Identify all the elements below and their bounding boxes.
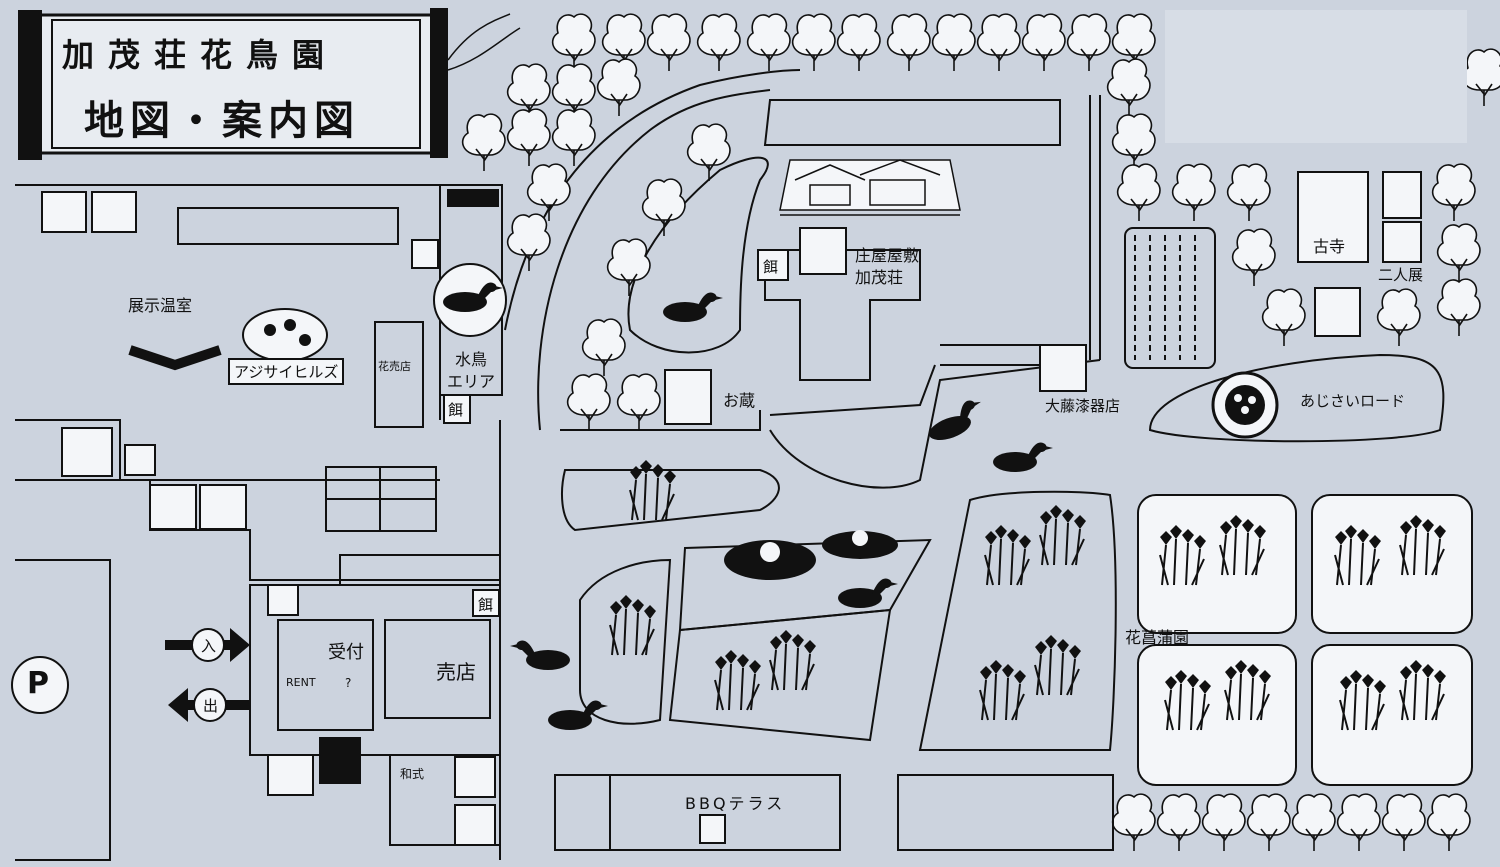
- label-lacquer-shop: 大藤漆器店: [1045, 397, 1121, 415]
- label-rent: RENT: [286, 676, 316, 689]
- map-title: 加茂荘花鳥園: [62, 36, 339, 74]
- building-outlines: [15, 184, 503, 861]
- redacted-area: [1165, 10, 1467, 143]
- hydrangea-hills-icon: [128, 308, 328, 371]
- label-hydrangea-hills: アジサイヒルズ: [228, 358, 345, 385]
- label-kamoso: 加茂荘: [855, 268, 904, 287]
- label-iris-garden: 花菖蒲園: [1125, 628, 1190, 647]
- label-feed-3: 餌: [478, 596, 494, 614]
- lily-pads: [724, 530, 898, 580]
- label-shoya-estate: 庄屋屋敷: [855, 246, 920, 265]
- label-enter: 入: [201, 637, 217, 655]
- label-feed-1: 餌: [448, 401, 464, 419]
- label-parking: P: [27, 666, 49, 701]
- label-greenhouse: 展示温室: [128, 296, 193, 315]
- label-flower-shop: 花売店: [378, 360, 411, 373]
- label-old-temple: 古寺: [1313, 237, 1346, 256]
- icon-boxes: [41, 171, 1422, 846]
- label-waterfowl-area: エリア: [447, 372, 496, 391]
- waterfowl-circle: [433, 263, 507, 337]
- parking-icon: [11, 656, 69, 714]
- label-exit: 出: [203, 697, 219, 715]
- label-japanese-toilet: 和式: [400, 767, 425, 781]
- label-hydrangea-road: あじさいロード: [1300, 392, 1406, 410]
- label-storehouse: お蔵: [723, 391, 756, 410]
- label-bbq-terrace: BBQテラス: [685, 794, 786, 813]
- label-reception: 受付: [328, 642, 364, 663]
- title-banner: [18, 8, 521, 160]
- entrance-arrows: [165, 628, 250, 722]
- bbq-terrace: [554, 774, 1114, 851]
- shoya-estate-illustration: [779, 159, 961, 216]
- label-feed-2: 餌: [763, 258, 779, 276]
- label-doll-exhibit: 二人展: [1378, 266, 1424, 284]
- label-question: ?: [345, 676, 352, 690]
- label-waterfowl: 水鳥: [455, 350, 488, 369]
- label-shop: 売店: [436, 660, 476, 684]
- map-subtitle: 地図・案内図: [84, 98, 360, 144]
- hydrangea-road-icon: [1211, 371, 1279, 439]
